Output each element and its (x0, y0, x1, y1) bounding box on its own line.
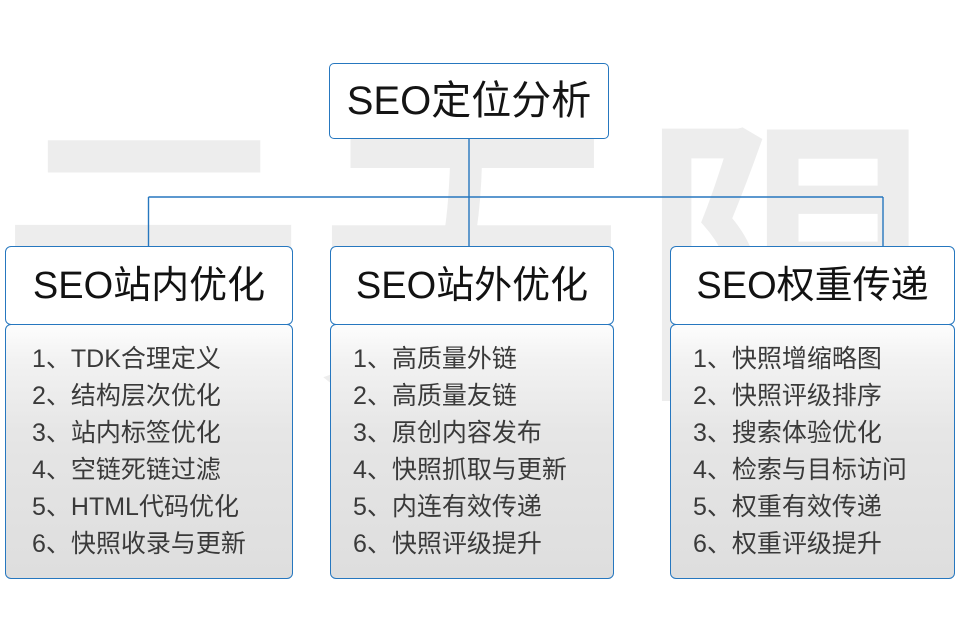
list-item[interactable]: 4、 空链死链过滤 (6, 452, 292, 489)
list-item-label: 快照评级排序 (731, 381, 882, 410)
list-item-label: 原创内容发布 (391, 418, 542, 447)
column-body-3: 1、 快照增缩略图 2、 快照评级排序 3、 搜索体验优化 4、 检索与目标访问… (670, 323, 955, 579)
column-seo-offsite: SEO站外优化 1、 高质量外链 2、 高质量友链 3、 原创内容发布 4、 快 (330, 246, 614, 579)
list-item[interactable]: 5、 HTML代码优化 (6, 489, 292, 526)
list-item[interactable]: 5、 权重有效传递 (671, 489, 954, 526)
list-item-number: 5、 (693, 492, 732, 521)
list-item-number: 2、 (693, 381, 732, 410)
column-body-1: 1、 TDK合理定义 2、 结构层次优化 3、 站内标签优化 4、 空链死链过滤… (5, 323, 293, 579)
list-item-label: 搜索体验优化 (731, 418, 882, 447)
list-item-number: 1、 (693, 344, 732, 373)
list-item-number: 2、 (353, 381, 392, 410)
list-item[interactable]: 3、 原创内容发布 (331, 415, 613, 452)
list-item[interactable]: 1、 高质量外链 (331, 341, 613, 378)
list-item-label: 快照收录与更新 (70, 529, 246, 558)
list-item[interactable]: 4、 快照抓取与更新 (331, 452, 613, 489)
column-header-label-2: SEO站外优化 (355, 264, 589, 307)
list-item[interactable]: 6、 快照评级提升 (331, 526, 613, 563)
list-item-number: 4、 (353, 455, 392, 484)
list-item-number: 1、 (32, 344, 71, 373)
list-item[interactable]: 1、 快照增缩略图 (671, 341, 954, 378)
root-node-label: SEO定位分析 (346, 79, 592, 123)
root-node[interactable]: SEO定位分析 (329, 63, 609, 139)
list-item-number: 1、 (353, 344, 392, 373)
list-item-label: 站内标签优化 (70, 418, 221, 447)
list-item-number: 3、 (353, 418, 392, 447)
list-item[interactable]: 4、 检索与目标访问 (671, 452, 954, 489)
list-item-number: 4、 (693, 455, 732, 484)
column-header-3[interactable]: SEO权重传递 (670, 246, 955, 325)
list-item-label: 高质量友链 (391, 381, 517, 410)
list-item-number: 6、 (693, 529, 732, 558)
list-item-label: 快照增缩略图 (731, 344, 882, 373)
list-item[interactable]: 1、 TDK合理定义 (6, 341, 292, 378)
column-seo-onsite: SEO站内优化 1、 TDK合理定义 2、 结构层次优化 3、 站内标签优化 4… (5, 246, 293, 579)
column-header-2[interactable]: SEO站外优化 (330, 246, 614, 325)
list-item-number: 3、 (693, 418, 732, 447)
list-item-label: 快照评级提升 (391, 529, 542, 558)
column-body-2: 1、 高质量外链 2、 高质量友链 3、 原创内容发布 4、 快照抓取与更新 5… (330, 323, 614, 579)
list-item[interactable]: 5、 内连有效传递 (331, 489, 613, 526)
list-item-number: 2、 (32, 381, 71, 410)
list-item-number: 6、 (32, 529, 71, 558)
column-header-label-1: SEO站内优化 (32, 264, 266, 307)
list-item[interactable]: 2、 快照评级排序 (671, 378, 954, 415)
column-header-label-3: SEO权重传递 (696, 264, 929, 307)
list-item[interactable]: 6、 权重评级提升 (671, 526, 954, 563)
list-item-label: 内连有效传递 (391, 492, 542, 521)
column-header-1[interactable]: SEO站内优化 (5, 246, 293, 325)
list-item-label: 权重有效传递 (731, 492, 882, 521)
list-item-label: 空链死链过滤 (70, 455, 221, 484)
list-item-label: 高质量外链 (391, 344, 517, 373)
list-item-label: 快照抓取与更新 (391, 455, 567, 484)
column-seo-weight-transfer: SEO权重传递 1、 快照增缩略图 2、 快照评级排序 3、 搜索体验优化 4、 (670, 246, 955, 579)
list-item-label: 检索与目标访问 (731, 455, 907, 484)
list-item[interactable]: 2、 高质量友链 (331, 378, 613, 415)
list-item-label: HTML代码优化 (70, 492, 239, 521)
list-item-number: 3、 (32, 418, 71, 447)
list-item-label: TDK合理定义 (70, 344, 221, 373)
list-item-label: 权重评级提升 (731, 529, 882, 558)
list-item[interactable]: 3、 站内标签优化 (6, 415, 292, 452)
column-list-3: 1、 快照增缩略图 2、 快照评级排序 3、 搜索体验优化 4、 检索与目标访问… (671, 341, 954, 563)
list-item-label: 结构层次优化 (70, 381, 221, 410)
list-item-number: 5、 (32, 492, 71, 521)
list-item-number: 6、 (353, 529, 392, 558)
list-item[interactable]: 6、 快照收录与更新 (6, 526, 292, 563)
list-item-number: 4、 (32, 455, 71, 484)
list-item[interactable]: 2、 结构层次优化 (6, 378, 292, 415)
list-item-number: 5、 (353, 492, 392, 521)
column-list-2: 1、 高质量外链 2、 高质量友链 3、 原创内容发布 4、 快照抓取与更新 5… (331, 341, 613, 563)
list-item[interactable]: 3、 搜索体验优化 (671, 415, 954, 452)
column-list-1: 1、 TDK合理定义 2、 结构层次优化 3、 站内标签优化 4、 空链死链过滤… (6, 341, 292, 563)
